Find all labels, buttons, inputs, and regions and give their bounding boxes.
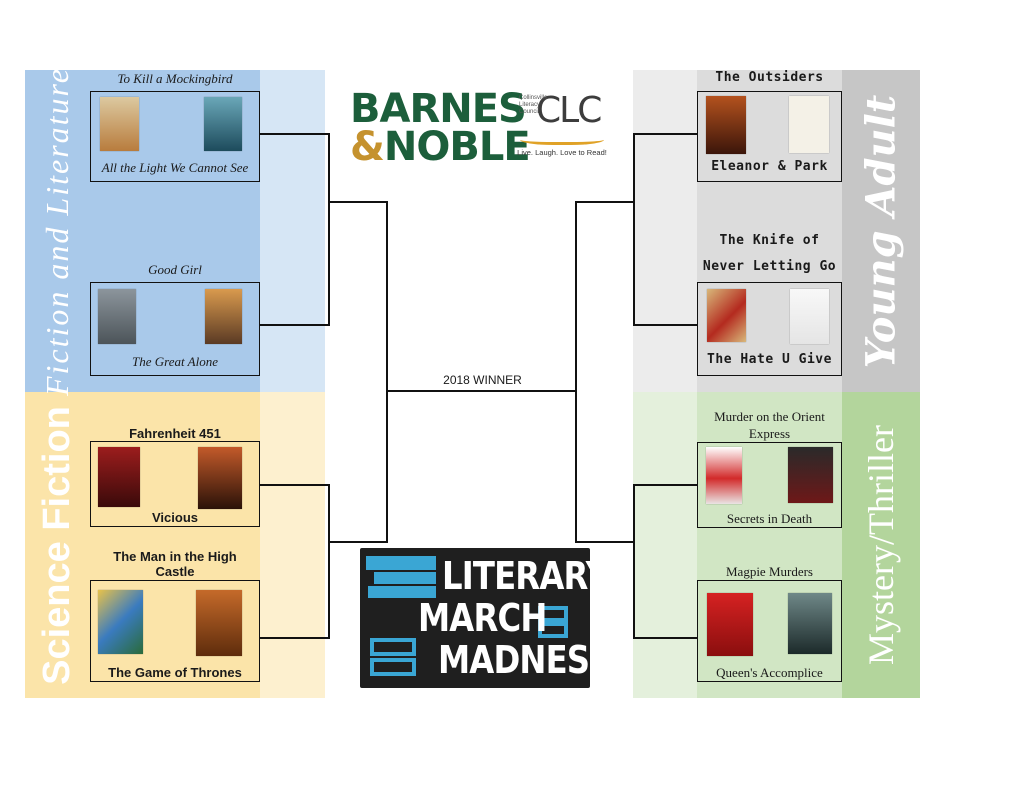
clc-book-icon: [520, 132, 604, 145]
book-title: The Hate U Give: [707, 352, 832, 367]
book-cover-eleanor-park: [789, 96, 829, 153]
matchup-box[interactable]: [697, 580, 842, 682]
matchup-box[interactable]: [90, 282, 260, 376]
book-cover-outsiders: [706, 96, 746, 154]
bn-line1: BARNES: [350, 86, 527, 132]
book-cover-secrets-in-death: [788, 447, 833, 503]
clc-mark: CLC: [536, 90, 602, 131]
lmm-line3: MADNESS: [438, 638, 611, 682]
barnes-noble-logo: BARNES &NOBLE: [350, 86, 531, 167]
clc-small-text: Collinsville Literacy Council: [519, 95, 548, 116]
book-title-line: Murder on the Orient: [714, 409, 825, 424]
bracket-line: [260, 484, 329, 486]
books-bracket-icon: [366, 556, 568, 676]
book-title: Queen's Accomplice: [716, 665, 823, 680]
bracket-line: [328, 484, 330, 639]
bracket-line: [260, 324, 329, 326]
category-label-ya: Young Adult: [857, 94, 905, 368]
book-title: Fahrenheit 451: [129, 426, 221, 441]
matchup-box[interactable]: [697, 91, 842, 182]
bracket-line: [260, 133, 329, 135]
book-title: The Game of Thrones: [108, 665, 242, 680]
book-cover-great-alone: [205, 289, 242, 344]
bracket-line: [575, 201, 577, 543]
book-title: The Man in the High Castle: [90, 549, 260, 579]
category-label-mystery: Mystery/Thriller: [861, 425, 902, 665]
clc-small-line: Literacy: [519, 102, 541, 108]
book-title: The Outsiders: [715, 70, 824, 85]
book-title: All the Light We Cannot See: [101, 160, 249, 175]
book-title: Secrets in Death: [726, 511, 813, 526]
book-title: Magpie Murders: [725, 564, 813, 579]
clc-logo: CLC Collinsville Literacy Council Live. …: [516, 92, 608, 164]
clc-small-line: Council: [519, 109, 540, 115]
winner-label: 2018 WINNER: [443, 373, 522, 387]
bracket-line: [633, 484, 635, 639]
matchup-box[interactable]: [90, 580, 260, 682]
book-cover-knife: [707, 289, 746, 342]
book-title: The Great Alone: [132, 354, 218, 369]
literary-march-madness-logo: LITERARY MARCH MADNESS: [360, 548, 611, 688]
book-cover-good-girl: [98, 289, 136, 344]
bracket-line: [634, 133, 697, 135]
clc-small-line: Collinsville: [519, 95, 548, 101]
book-title-line: Express: [748, 426, 791, 441]
book-cover-game-of-thrones: [196, 590, 242, 656]
bracket-line: [576, 201, 634, 203]
bracket-line: [634, 324, 697, 326]
book-cover-fahrenheit: [98, 447, 140, 507]
lmm-line1: LITERARY: [442, 554, 609, 598]
bracket-line: [329, 201, 387, 203]
bracket-line: [633, 133, 635, 326]
book-cover-queens-accomplice: [788, 593, 832, 654]
bracket-line: [576, 541, 634, 543]
book-cover-magpie: [707, 593, 753, 656]
matchup-box[interactable]: [90, 91, 260, 182]
bracket-line: [328, 133, 330, 326]
category-label-scifi: Science Fiction: [36, 405, 78, 685]
mystery-label-strip: [842, 392, 920, 698]
book-title: To Kill a Mockingbird: [117, 71, 233, 86]
bn-line2: &NOBLE: [350, 127, 531, 167]
matchup-box[interactable]: [90, 441, 260, 527]
lmm-line2: MARCH: [418, 596, 547, 640]
book-title-line: Never Letting Go: [702, 259, 837, 274]
matchup-box[interactable]: [697, 282, 842, 376]
ya-label-strip: [842, 70, 920, 392]
bracket-line: [634, 637, 697, 639]
book-title-line: The Knife of: [719, 233, 820, 248]
book-cover-high-castle: [98, 590, 143, 654]
bracket-line: [260, 637, 329, 639]
book-title: Vicious: [151, 510, 198, 525]
book-title: Eleanor & Park: [711, 159, 828, 174]
matchup-box[interactable]: [697, 442, 842, 528]
book-cover-hate-u-give: [790, 289, 829, 344]
book-cover-vicious: [198, 447, 242, 509]
book-cover-mockingbird: [100, 97, 139, 151]
winner-line: [387, 390, 576, 392]
book-title: Good Girl: [148, 262, 202, 277]
book-title-text: The Man in the High Castle: [113, 549, 237, 579]
clc-tagline: Live. Laugh. Love to Read!: [517, 148, 607, 157]
book-cover-orient-express: [706, 447, 742, 504]
bracket-line: [386, 201, 388, 543]
bracket-line: [634, 484, 697, 486]
bn-amp: &: [350, 124, 385, 170]
bn-noble: NOBLE: [383, 124, 531, 170]
bracket-line: [329, 541, 387, 543]
book-cover-all-the-light: [204, 97, 242, 151]
category-label-fiction: Fiction and Literature: [39, 66, 76, 396]
